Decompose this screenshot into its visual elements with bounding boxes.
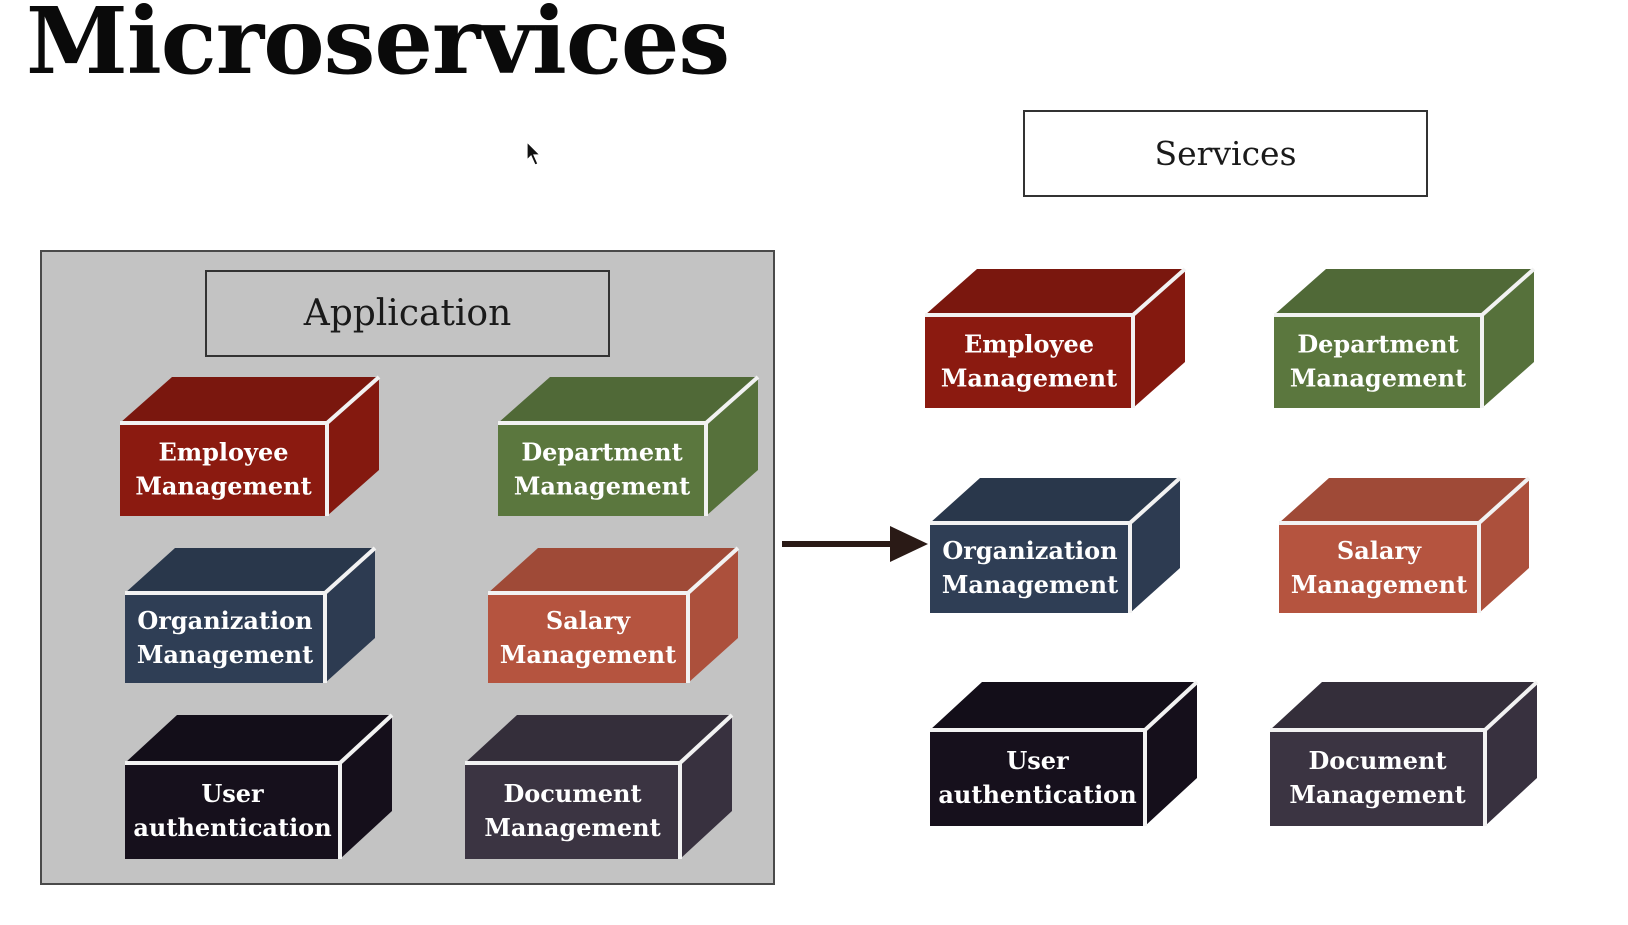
app-organization-management-label-line2: Management: [137, 640, 313, 669]
app-employee-management-label-line2: Management: [135, 472, 311, 501]
arrow-icon: [782, 526, 928, 562]
app-employee-management-label-line1: Employee: [158, 438, 288, 467]
app-salary-management-label-line1: Salary: [546, 606, 631, 635]
services-label: Services: [1023, 110, 1428, 197]
service-department-management-label-line2: Management: [1290, 364, 1466, 393]
application-modules: EmployeeManagementDepartmentManagementOr…: [120, 375, 760, 859]
service-employee-management-label-line1: Employee: [964, 330, 1094, 359]
cursor-icon: [526, 141, 542, 166]
service-document-management-label-line1: Document: [1308, 746, 1446, 775]
service-salary-management-label-line2: Management: [1291, 570, 1467, 599]
app-document-management-label-line1: Document: [503, 779, 641, 808]
app-user-authentication-block: User authentication: [125, 713, 394, 859]
service-organization-management-label-line1: Organization: [942, 536, 1117, 565]
app-user-authentication-label-line1: User: [201, 779, 264, 808]
service-user-authentication-label-line2: authentication: [938, 780, 1136, 809]
service-department-management-label-line1: Department: [1297, 330, 1458, 359]
service-user-authentication-label-line1: User: [1006, 746, 1069, 775]
app-salary-management-label-line2: Management: [500, 640, 676, 669]
app-department-management-label-line1: Department: [521, 438, 682, 467]
service-document-management-label-line2: Management: [1289, 780, 1465, 809]
app-document-management-label-line2: Management: [484, 813, 660, 842]
service-user-authentication-block: User authentication: [930, 680, 1199, 826]
service-organization-management-label-line2: Management: [942, 570, 1118, 599]
service-employee-management-label-line2: Management: [941, 364, 1117, 393]
service-salary-management-label-line1: Salary: [1337, 536, 1422, 565]
application-label: Application: [205, 270, 610, 357]
app-organization-management-label-line1: Organization: [137, 606, 312, 635]
service-modules: EmployeeManagementDepartmentManagementOr…: [925, 267, 1539, 826]
app-user-authentication-label-line2: authentication: [133, 813, 331, 842]
page-title: Microservices: [26, 0, 730, 95]
app-department-management-label-line2: Management: [514, 472, 690, 501]
